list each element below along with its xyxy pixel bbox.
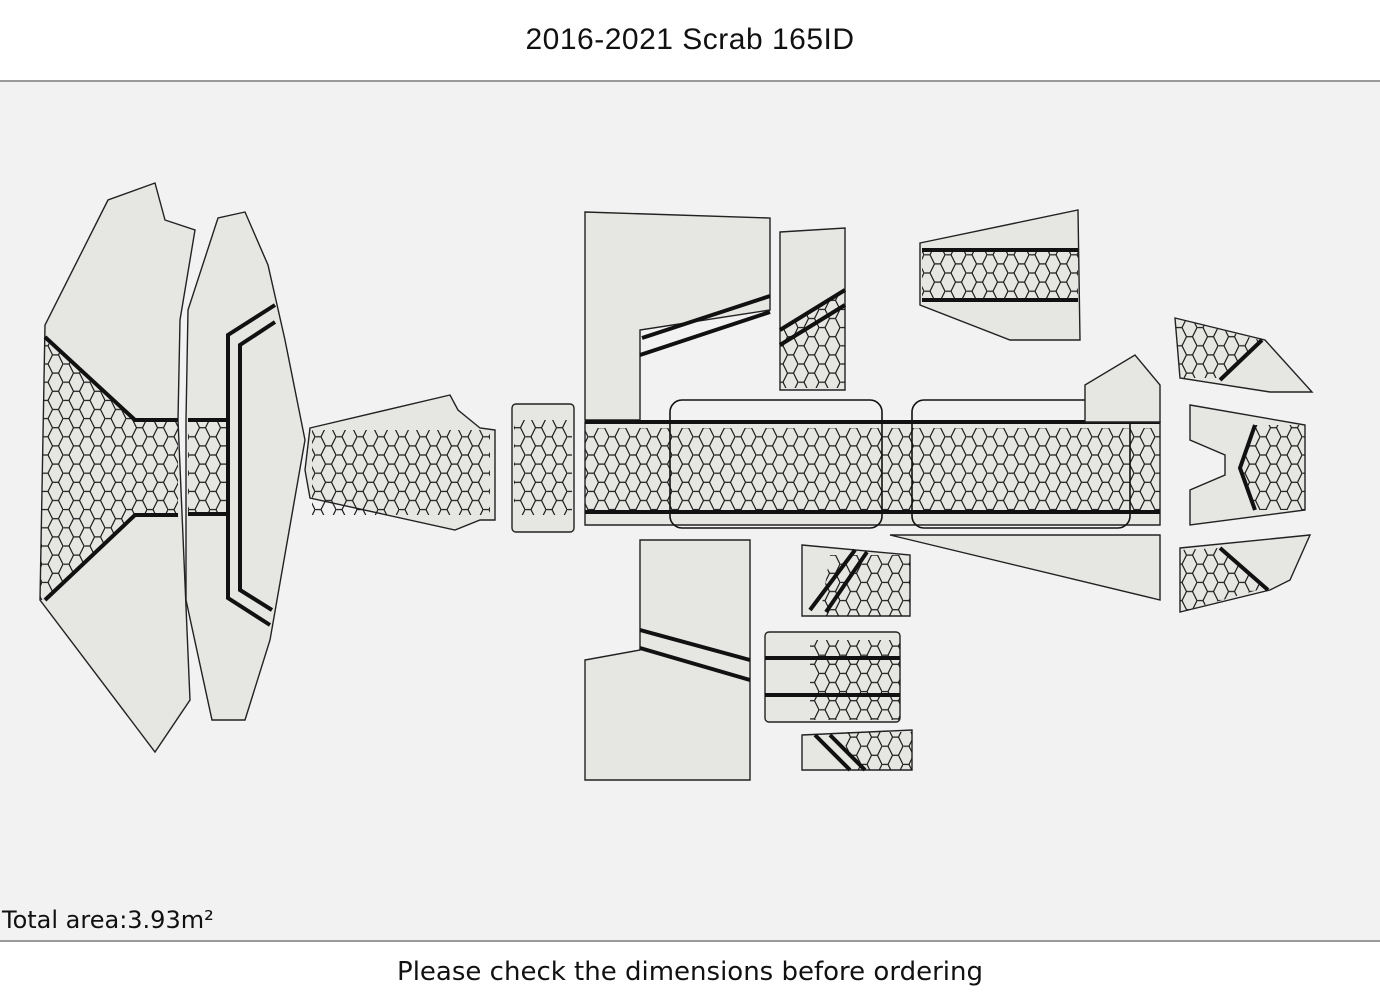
center-block-panel xyxy=(511,403,575,533)
top-right-band-panel xyxy=(919,209,1081,341)
mat-layout-drawing xyxy=(39,182,1314,781)
nose-wedge-panel xyxy=(304,394,496,531)
main-deck-panel xyxy=(584,211,1161,781)
total-area-label: Total area:3.93m² xyxy=(2,906,214,934)
bow-right-panel xyxy=(185,211,306,721)
stern-bottom-panel xyxy=(1179,534,1312,613)
ordering-note: Please check the dimensions before order… xyxy=(397,957,983,987)
lower-panel-3 xyxy=(801,729,913,772)
page-title: 2016-2021 Scrab 165ID xyxy=(525,23,855,56)
upper-strip-panel xyxy=(778,227,847,391)
mat-layout-canvas xyxy=(0,82,1380,940)
footer-bar: Please check the dimensions before order… xyxy=(0,940,1380,1002)
stern-top-panel xyxy=(1174,317,1314,393)
lower-panel-1 xyxy=(801,544,911,617)
stern-middle-panel xyxy=(1189,404,1306,526)
bow-left-panel xyxy=(39,182,196,754)
header-bar: 2016-2021 Scrab 165ID xyxy=(0,0,1380,82)
tail-fin-panel xyxy=(1084,354,1161,423)
lower-panel-2 xyxy=(764,631,901,723)
